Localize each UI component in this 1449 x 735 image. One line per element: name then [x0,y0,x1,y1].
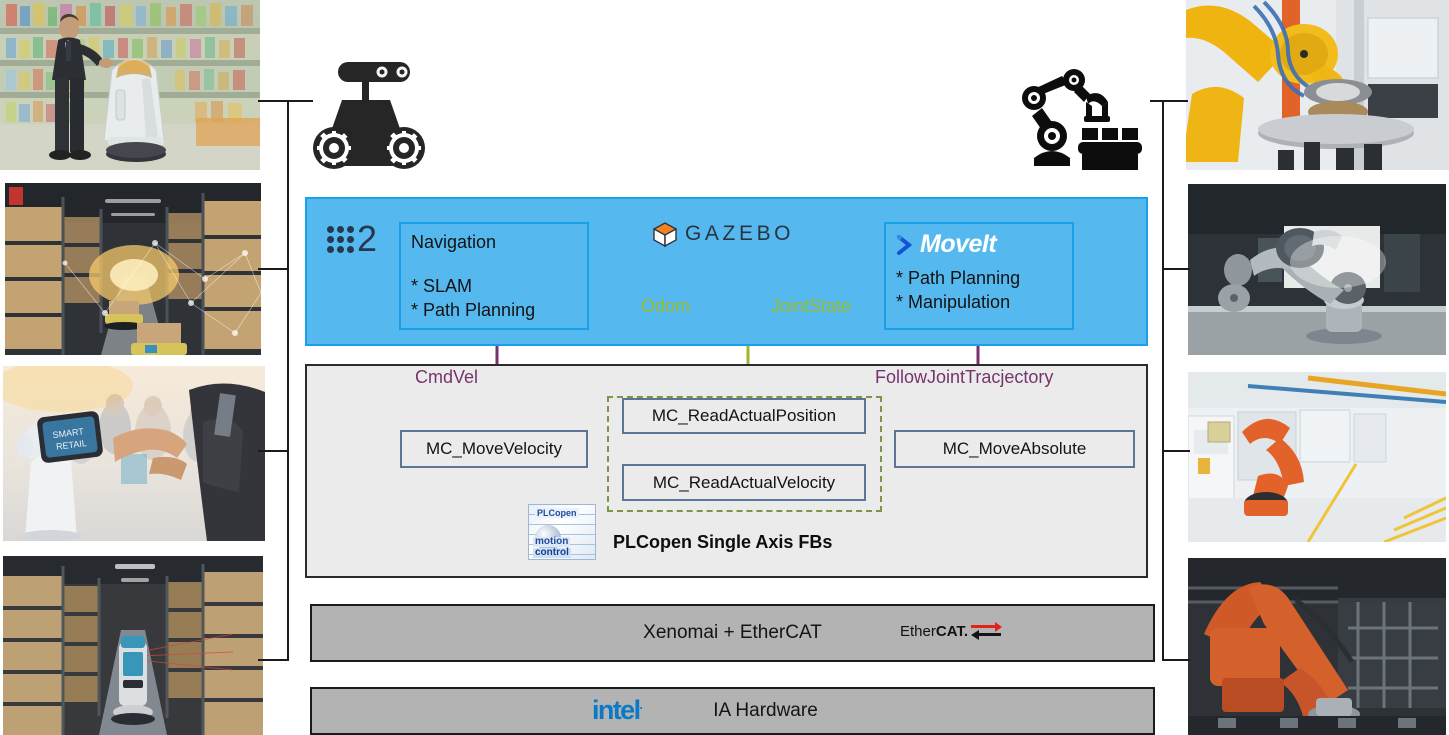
svg-text:SMART: SMART [52,426,85,440]
gazebo-logo: GAZEBO [652,221,794,247]
gazebo-wordmark: GAZEBO [685,222,795,245]
photo-inventory-robot [3,556,263,735]
photo-collaborative-arm [1188,184,1446,355]
ros2-dot-grid [327,225,354,253]
robot-arm-icon [1016,50,1146,176]
mc-movevelocity-block: MC_MoveVelocity [400,430,588,468]
moveit-item-path-planning: * Path Planning [896,268,1021,288]
left-bracket-arm-4 [258,659,289,661]
intel-registered-mark: . [639,698,643,712]
gazebo-cube-icon [653,222,677,247]
photo-smart-retail-robot: SMART RETAIL [3,366,265,541]
ros2-logo: 2 [327,218,377,259]
mc-readactualposition-label: MC_ReadActualPosition [651,406,837,425]
plcopen-logo-line3: control [533,547,571,558]
navigation-title: Navigation [411,232,497,252]
hardware-label: IA Hardware [713,700,818,721]
right-bracket-spine [1162,100,1164,660]
followjointtrajectory-label: FollowJointTracjectory [875,367,1054,387]
intel-logo: intel. [592,697,643,724]
plcopen-caption: PLCopen Single Axis FBs [613,532,833,552]
photo-factory-line [1188,372,1446,542]
left-bracket-arm-2 [258,268,289,270]
intel-wordmark: intel [592,695,641,725]
read-functions-group [607,396,882,512]
navigation-item-slam: * SLAM [411,276,473,296]
navigation-box: Navigation * SLAM * Path Planning [399,222,589,330]
middleware-label: Xenomai + EtherCAT [643,622,822,643]
odom-label: Odom [641,296,691,316]
plcopen-logo-line1: PLCopen [535,508,579,518]
jointstate-label: JointState [771,296,852,316]
moveit-logo: MoveIt [896,232,1062,257]
cmdvel-label: CmdVel [415,367,479,387]
mc-readactualvelocity-label: MC_ReadActualVelocity [652,472,836,492]
navigation-item-path-planning: * Path Planning [411,299,536,320]
ethercat-logo: Ether CAT. [900,620,1003,642]
mc-moveabsolute-label: MC_MoveAbsolute [942,439,1087,458]
right-bracket-arm-1 [1150,100,1188,102]
mc-movevelocity-label: MC_MoveVelocity [425,439,563,458]
right-bracket-arm-2 [1162,268,1190,270]
left-bracket-arm-1 [258,100,313,102]
plcopen-logo-line2: motion [533,536,571,547]
moveit-wordmark: MoveIt [920,230,997,258]
svg-text:RETAIL: RETAIL [55,438,87,452]
ros2-version-digit: 2 [357,218,377,259]
middleware-bar: Xenomai + EtherCAT [310,604,1155,662]
mobile-robot-icon [310,48,430,176]
mc-readactualvelocity-block: MC_ReadActualVelocity [622,464,866,501]
ethercat-wordmark-prefix: Ether [900,622,936,640]
ethercat-arrows-icon [971,622,1003,640]
right-bracket-arm-3 [1162,450,1190,452]
ethercat-wordmark-suffix: CAT. [935,622,969,640]
right-bracket-arm-4 [1162,659,1190,661]
photo-retail-service-robot [0,0,260,170]
plcopen-logo: PLCopen motion control [528,504,596,560]
photo-warehouse-agv [5,183,261,355]
photo-orange-welding-arm [1188,558,1446,735]
mc-readactualposition-block: MC_ReadActualPosition [622,398,866,434]
photo-yellow-industrial-arm [1186,0,1449,170]
moveit-chevron-icon [897,234,913,255]
mc-moveabsolute-block: MC_MoveAbsolute [894,430,1135,468]
moveit-box: MoveIt * Path Planning * Manipulation [884,222,1074,330]
left-bracket-arm-3 [258,450,289,452]
moveit-item-manipulation: * Manipulation [896,291,1011,312]
left-bracket-spine [287,100,289,660]
hardware-bar: IA Hardware [310,687,1155,735]
